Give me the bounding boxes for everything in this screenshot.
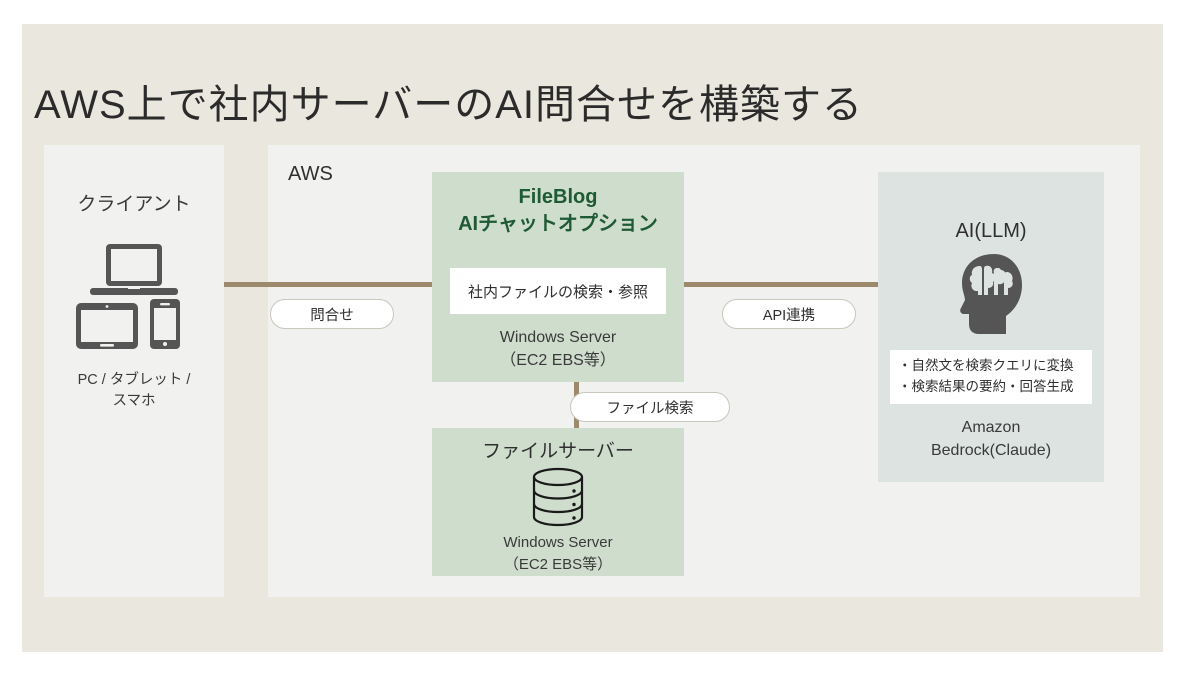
- ai-llm-bullet-1: ・自然文を検索クエリに変換: [898, 358, 1074, 374]
- fileserver-footer: Windows Server （EC2 EBS等）: [432, 532, 684, 576]
- slide-canvas: AWS上で社内サーバーのAI問合せを構築する クライアント: [22, 24, 1163, 652]
- laptop-icon: [90, 244, 178, 295]
- client-devices-icon-group: [44, 240, 224, 355]
- fileblog-footer-line2: （EC2 EBS等）: [500, 352, 616, 370]
- head-brain-icon: [878, 252, 1104, 338]
- connector-label-inquiry: 問合せ: [270, 299, 394, 329]
- fileblog-title-line1: FileBlog: [518, 186, 598, 208]
- ai-llm-footer-line1: Amazon: [961, 419, 1021, 436]
- fileserver-box: ファイルサーバー Windows Server （EC2 EBS等）: [432, 428, 684, 576]
- connector-label-file-search: ファイル検索: [570, 392, 730, 422]
- ai-llm-box: AI(LLM) ・自然文を検索クエリに変換 ・検索結果の要約・回答生成 Amaz: [878, 172, 1104, 482]
- fileserver-footer-line2: （EC2 EBS等）: [503, 555, 613, 573]
- database-cylinder-icon: [432, 466, 684, 530]
- client-devices-svg: [76, 244, 180, 349]
- smartphone-icon: [150, 299, 180, 349]
- fileblog-feature-label: 社内ファイルの検索・参照: [450, 268, 666, 314]
- connector-label-api-integration: API連携: [722, 299, 856, 329]
- client-panel-caption: PC / タブレット / スマホ: [44, 370, 224, 412]
- client-caption-line1: PC / タブレット /: [77, 372, 191, 388]
- fileblog-footer: Windows Server （EC2 EBS等）: [432, 326, 684, 372]
- database-cylinder-svg: [532, 467, 584, 527]
- ai-llm-footer-line2: Bedrock(Claude): [930, 442, 1052, 460]
- page-title: AWS上で社内サーバーのAI問合せを構築する: [34, 83, 864, 127]
- ai-llm-bullet-2: ・検索結果の要約・回答生成: [898, 379, 1074, 394]
- client-caption-line2: スマホ: [112, 393, 156, 410]
- fileblog-title-line2: AIチャットオプション: [458, 213, 658, 235]
- tablet-icon: [76, 303, 138, 349]
- connector-client-to-fileblog: [224, 282, 436, 287]
- ai-llm-title: AI(LLM): [955, 220, 1027, 242]
- client-panel-title: クライアント: [77, 194, 191, 215]
- head-brain-svg: [960, 254, 1022, 334]
- fileserver-footer-line1: Windows Server: [503, 534, 613, 551]
- fileblog-title: FileBlog AIチャットオプション: [432, 184, 684, 238]
- fileblog-footer-line1: Windows Server: [499, 329, 617, 346]
- ai-llm-feature-list: ・自然文を検索クエリに変換 ・検索結果の要約・回答生成: [890, 350, 1092, 404]
- fileserver-title: ファイルサーバー: [482, 441, 634, 462]
- client-panel: クライアント: [44, 145, 224, 597]
- fileblog-box: FileBlog AIチャットオプション 社内ファイルの検索・参照 Window…: [432, 172, 684, 382]
- connector-fileblog-to-ai: [682, 282, 940, 287]
- aws-panel-label: AWS: [288, 163, 333, 185]
- ai-llm-footer: Amazon Bedrock(Claude): [878, 416, 1104, 462]
